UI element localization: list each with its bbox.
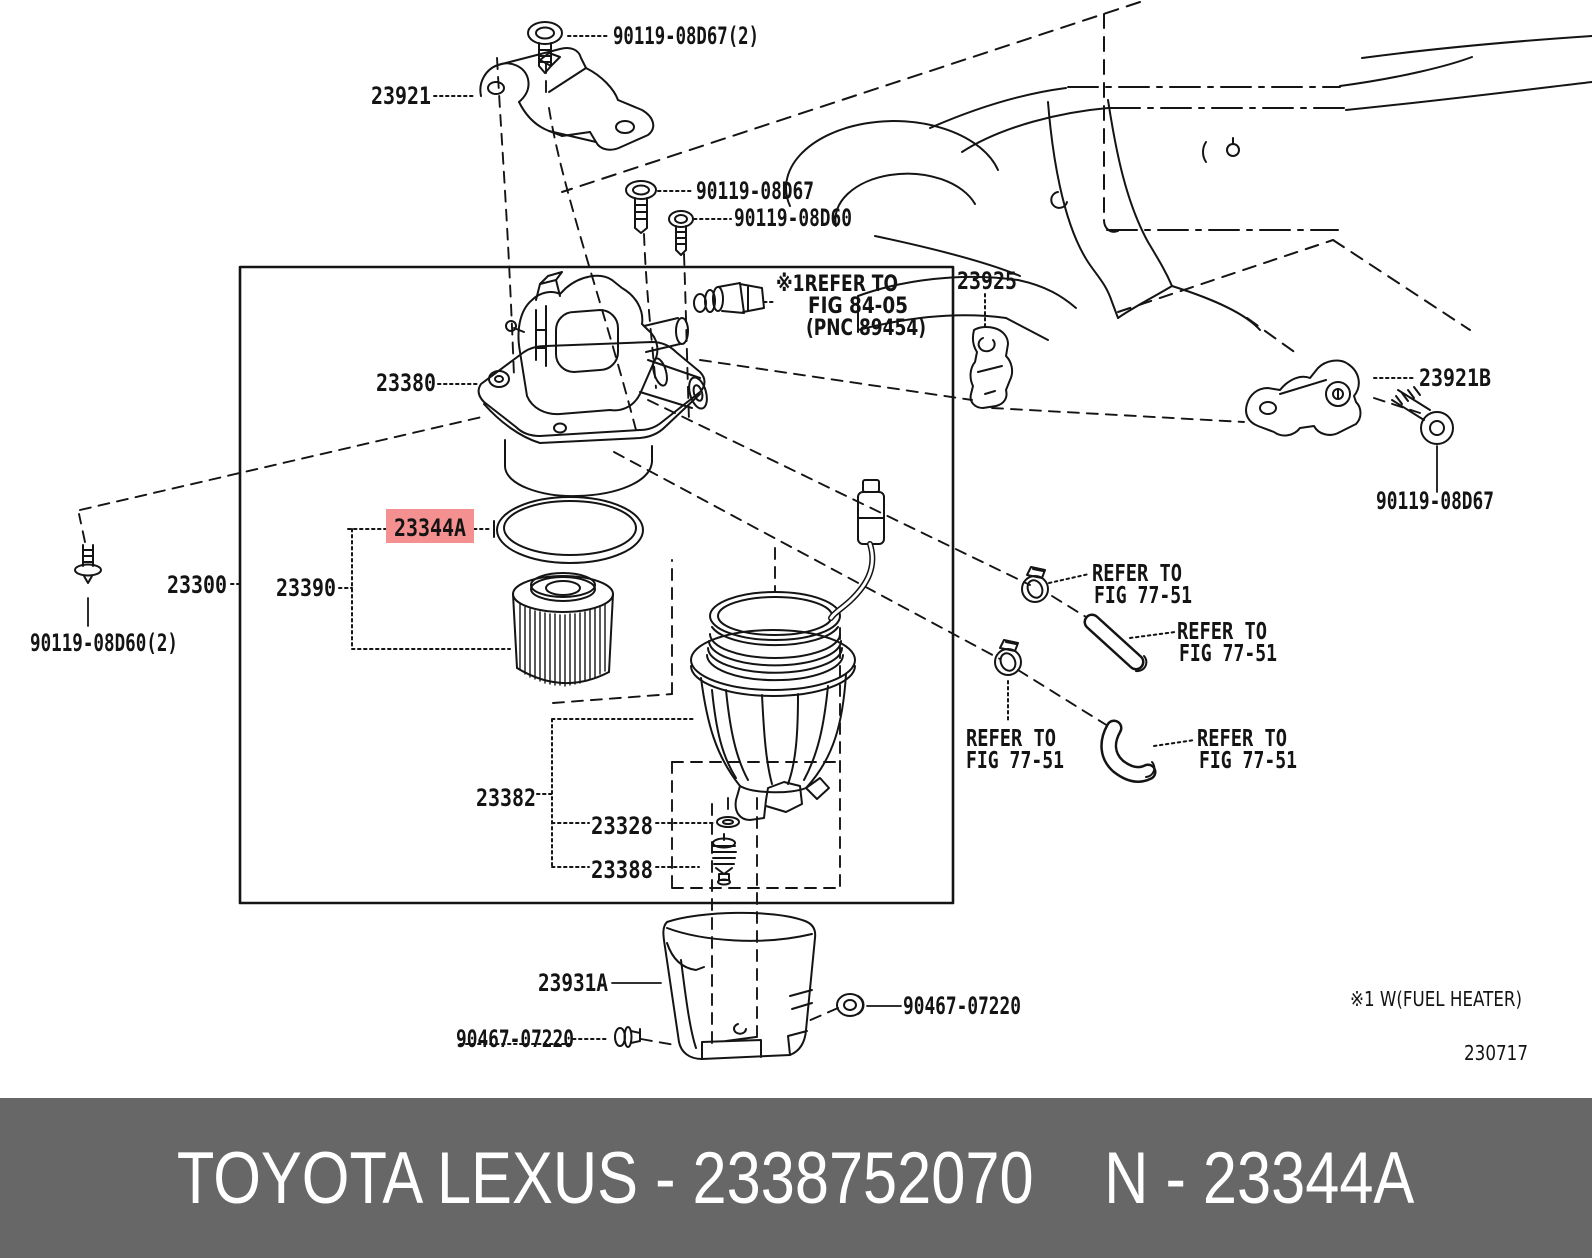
part-labels: 90119-08D67(2) 23921 90119-08D67 90119-0… <box>30 22 1494 1053</box>
label-bolt-mid-a: 90119-08D67 <box>696 177 814 205</box>
label-cover: 23931A <box>538 969 608 997</box>
banner-right-text: N - 23344A <box>1104 1137 1415 1219</box>
drain-plug-23388-art <box>711 833 737 886</box>
label-case: 23382 <box>476 784 536 812</box>
note-hose-ref4-line1: REFER TO <box>1197 726 1287 752</box>
note-sensor-ref-3: (PNC 89454) <box>806 316 926 341</box>
note-hose-ref1-line2: FIG 77-51 <box>1094 583 1192 609</box>
hose-upper-art <box>1083 613 1148 673</box>
label-bolt-top: 90119-08D67(2) <box>613 22 759 50</box>
label-clip-left: 90467-07220 <box>456 1025 574 1053</box>
hose-clamp-upper-art <box>1021 566 1049 603</box>
note-hose-ref4-line2: FIG 77-51 <box>1199 748 1297 774</box>
note-hose-ref2-line2: FIG 77-51 <box>1179 641 1277 667</box>
label-head: 23380 <box>376 369 436 397</box>
note-hose-ref3-line2: FIG 77-51 <box>966 748 1064 774</box>
case-23382-art <box>690 479 885 821</box>
label-clip-right: 90467-07220 <box>903 992 1021 1020</box>
note-sensor-ref-1: ※1REFER TO <box>776 272 898 297</box>
note-hose-ref2-line1: REFER TO <box>1177 619 1267 645</box>
head-23380-art <box>477 271 708 498</box>
leader-lines <box>230 35 1417 1045</box>
label-drain-plug: 23388 <box>591 856 653 884</box>
bracket-23921-art <box>479 47 655 151</box>
hose-lower-art <box>1100 719 1157 783</box>
note-sensor-ref-2: FIG 84-05 <box>808 294 908 319</box>
hose-clamp-lower-art <box>994 639 1022 676</box>
label-bolt-left: 90119-08D60(2) <box>30 629 178 657</box>
water-sensor-art <box>693 282 765 314</box>
cover-23931a-art <box>662 911 817 1060</box>
chassis-underbody-art <box>561 1 1592 357</box>
doc-number: 230717 <box>1464 1041 1528 1065</box>
label-filter-kit: 23390 <box>276 574 336 602</box>
bolt-90119-08d67x2-art <box>527 21 563 74</box>
label-bolt-right: 90119-08D67 <box>1376 487 1494 515</box>
banner-text: TOYOTA LEXUS - 2338752070 N - 23344A <box>177 1137 1414 1220</box>
oring-23344a-art <box>493 496 644 564</box>
bolt-90119-08d60x2-art <box>74 544 102 627</box>
part-number-banner: TOYOTA LEXUS - 2338752070 N - 23344A <box>0 1098 1592 1258</box>
assembly-23300-box <box>238 265 955 905</box>
label-bracket-top: 23921 <box>371 82 431 110</box>
bolt-90119-08d60-art <box>668 210 694 256</box>
bracket-23925-art <box>969 325 1014 409</box>
highlight-label[interactable]: 23344A <box>394 514 466 542</box>
label-bracket-right: 23921B <box>1419 364 1491 392</box>
bracket-23921b-art <box>1245 359 1362 437</box>
clip-right-art <box>836 993 902 1017</box>
filter-element-art <box>512 572 614 687</box>
label-bolt-mid-b: 90119-08D60 <box>734 204 852 232</box>
bolt-90119-08d67-right-art <box>1391 386 1454 493</box>
highlighted-part-callout[interactable]: 23344A <box>386 509 474 543</box>
label-oring-drain: 23328 <box>591 812 653 840</box>
bolt-90119-08d67-art <box>625 180 657 234</box>
footnote-fuel-heater: ※1 W(FUEL HEATER) <box>1350 987 1522 1011</box>
oring-23328-art <box>716 816 740 828</box>
banner-left-text: TOYOTA LEXUS - 2338752070 <box>177 1137 1034 1219</box>
label-bracket-side: 23925 <box>957 267 1017 295</box>
clip-left-art <box>614 1026 641 1048</box>
reference-notes: ※1REFER TO FIG 84-05 (PNC 89454) REFER T… <box>776 272 1528 1065</box>
note-hose-ref3-line1: REFER TO <box>966 726 1056 752</box>
note-hose-ref1-line1: REFER TO <box>1092 561 1182 587</box>
label-assembly: 23300 <box>167 571 227 599</box>
